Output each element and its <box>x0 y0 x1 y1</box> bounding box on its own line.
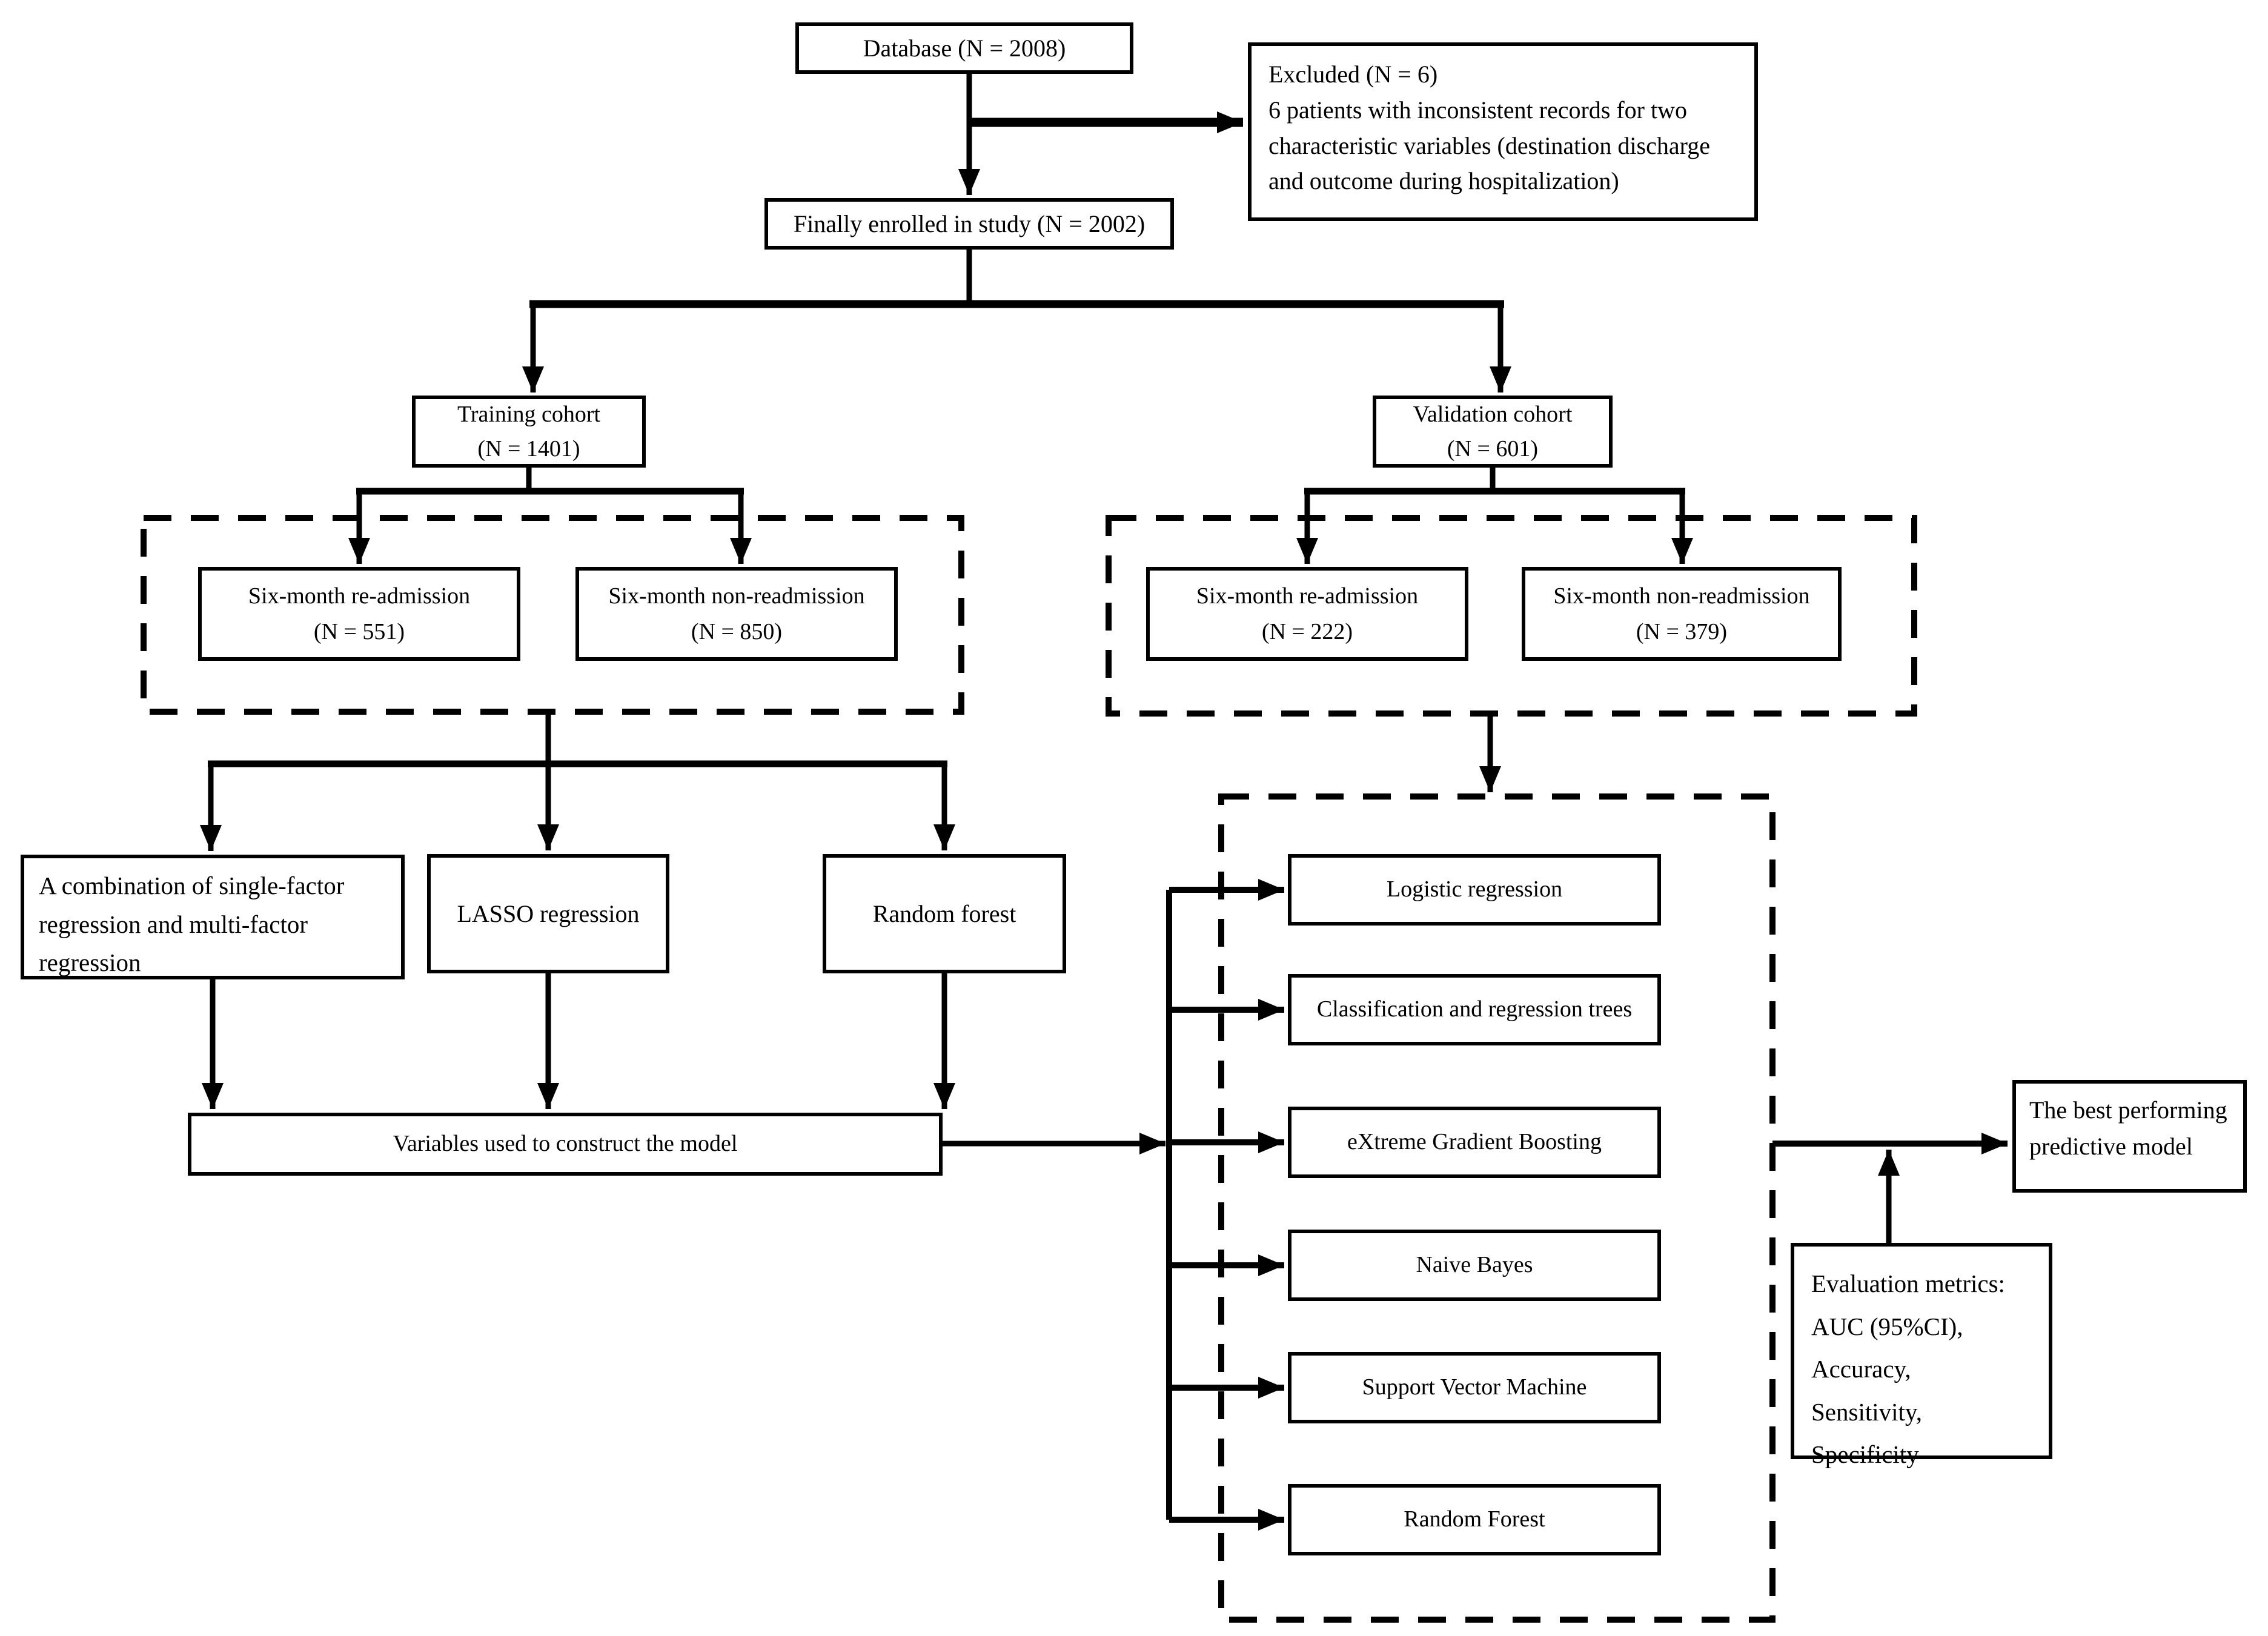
training-readmission-box: Six-month re-admission (N = 551) <box>198 567 520 661</box>
lasso-regression-box: LASSO regression <box>427 854 669 973</box>
evaluation-metric-specificity: Specificity <box>1811 1440 1919 1469</box>
model-label: Random Forest <box>1404 1506 1545 1532</box>
evaluation-metric-sensitivity: Sensitivity, <box>1811 1397 1922 1426</box>
validation-readmission-n: (N = 222) <box>1261 618 1353 644</box>
model-label: Naive Bayes <box>1416 1252 1533 1278</box>
training-outcome-group-border <box>141 515 964 715</box>
model-box-naive-bayes: Naive Bayes <box>1288 1230 1661 1301</box>
validation-nonreadmission-label: Six-month non-readmission <box>1553 583 1810 609</box>
best-model-box: The best performing predictive model <box>2012 1080 2247 1193</box>
model-label: eXtreme Gradient Boosting <box>1347 1129 1602 1155</box>
validation-outcome-group-border <box>1106 515 1917 717</box>
database-label: Database (N = 2008) <box>863 34 1066 62</box>
validation-cohort-label: Validation cohort <box>1413 401 1573 427</box>
validation-nonreadmission-n: (N = 379) <box>1636 618 1728 644</box>
random-forest-selection-label: Random forest <box>872 899 1016 927</box>
validation-cohort-box: Validation cohort (N = 601) <box>1373 396 1613 468</box>
training-cohort-n: (N = 1401) <box>477 435 580 462</box>
validation-readmission-label: Six-month re-admission <box>1196 583 1419 609</box>
best-model-label: The best performing predictive model <box>2029 1096 2227 1160</box>
model-box-support-vector-machine: Support Vector Machine <box>1288 1352 1661 1423</box>
evaluation-metric-accuracy: Accuracy, <box>1811 1355 1911 1383</box>
evaluation-title: Evaluation metrics: <box>1811 1270 2005 1297</box>
models-group-border <box>1218 793 1776 1623</box>
enrolled-box: Finally enrolled in study (N = 2002) <box>764 198 1174 250</box>
model-box-xgboost: eXtreme Gradient Boosting <box>1288 1107 1661 1178</box>
single-multi-regression-box: A combination of single-factor regressio… <box>21 855 405 979</box>
model-label: Classification and regression trees <box>1316 996 1633 1022</box>
variables-box: Variables used to construct the model <box>188 1113 943 1176</box>
single-multi-regression-label: A combination of single-factor regressio… <box>39 872 345 977</box>
enrolled-label: Finally enrolled in study (N = 2002) <box>793 210 1146 237</box>
excluded-box: Excluded (N = 6) 6 patients with inconsi… <box>1248 42 1758 221</box>
training-nonreadmission-n: (N = 850) <box>691 618 783 644</box>
model-box-random-forest: Random Forest <box>1288 1484 1661 1555</box>
training-cohort-box: Training cohort (N = 1401) <box>412 396 646 468</box>
lasso-regression-label: LASSO regression <box>457 899 640 927</box>
database-box: Database (N = 2008) <box>795 22 1133 74</box>
random-forest-selection-box: Random forest <box>823 854 1066 973</box>
evaluation-metric-auc: AUC (95%CI), <box>1811 1312 1963 1340</box>
validation-readmission-box: Six-month re-admission (N = 222) <box>1146 567 1468 661</box>
validation-cohort-n: (N = 601) <box>1447 435 1539 462</box>
excluded-reason: 6 patients with inconsistent records for… <box>1268 96 1710 195</box>
model-box-classification-regression-trees: Classification and regression trees <box>1288 974 1661 1045</box>
training-nonreadmission-box: Six-month non-readmission (N = 850) <box>575 567 898 661</box>
validation-nonreadmission-box: Six-month non-readmission (N = 379) <box>1522 567 1842 661</box>
training-readmission-n: (N = 551) <box>313 618 405 644</box>
evaluation-metrics-box: Evaluation metrics: AUC (95%CI), Accurac… <box>1791 1243 2052 1468</box>
variables-label: Variables used to construct the model <box>393 1131 738 1157</box>
excluded-title: Excluded (N = 6) <box>1268 61 1438 88</box>
training-cohort-label: Training cohort <box>457 401 601 427</box>
model-box-logistic-regression: Logistic regression <box>1288 854 1661 926</box>
model-label: Support Vector Machine <box>1362 1374 1587 1400</box>
training-nonreadmission-label: Six-month non-readmission <box>608 583 865 609</box>
training-readmission-label: Six-month re-admission <box>248 583 471 609</box>
model-label: Logistic regression <box>1386 876 1563 902</box>
